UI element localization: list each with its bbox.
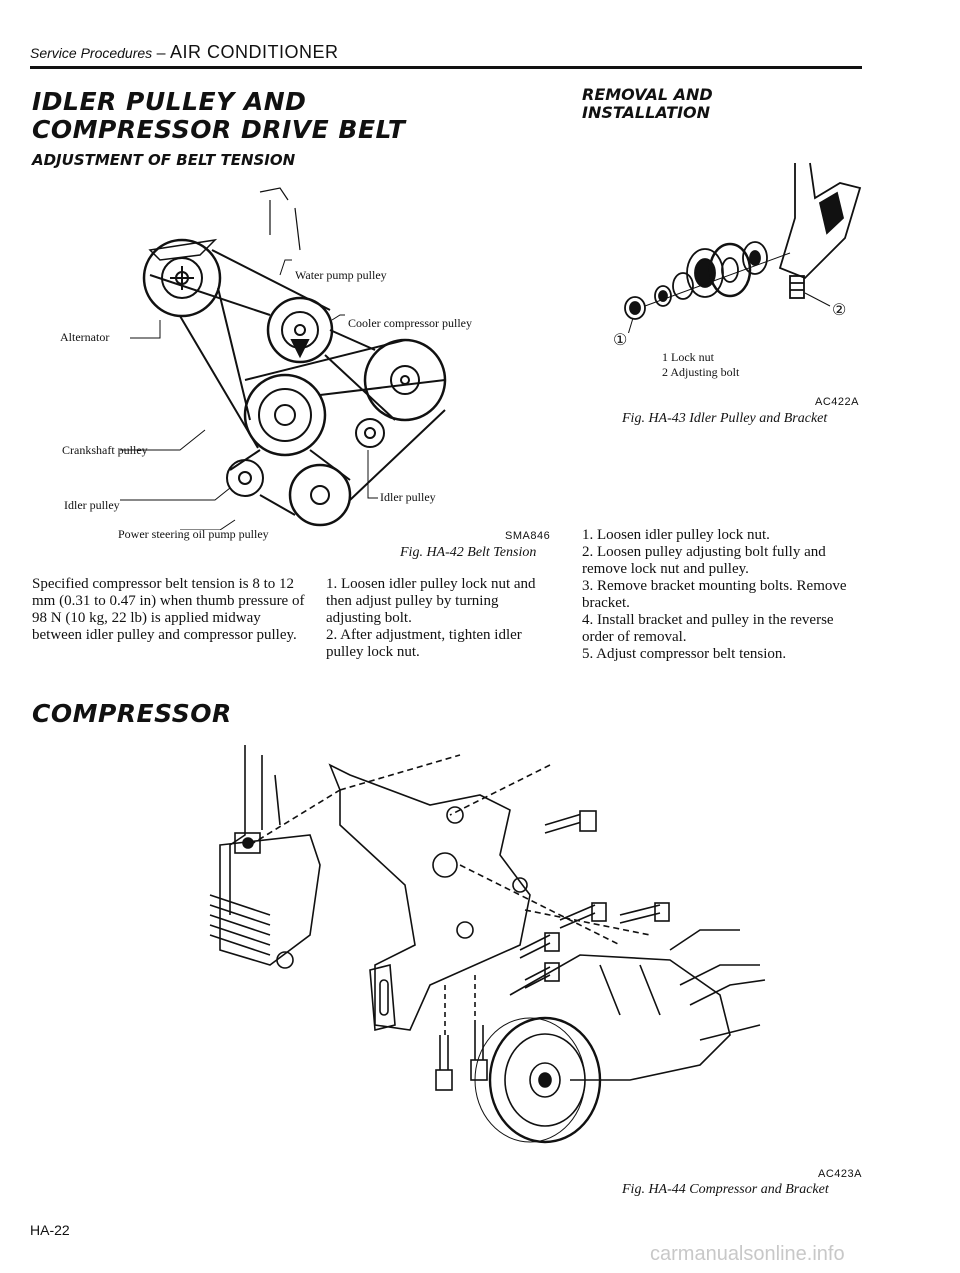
page-number: HA-22 xyxy=(30,1222,70,1238)
belt-tension-diagram xyxy=(120,187,447,530)
legend-lock-nut: 1 Lock nut xyxy=(662,350,714,364)
idler-adjustment-steps: 1. Loosen idler pulley lock nut and then… xyxy=(326,576,548,661)
title-line-2: COMPRESSOR DRIVE BELT xyxy=(32,115,406,144)
label-idler-pulley-left: Idler pulley xyxy=(64,498,120,512)
section-title-removal: REMOVAL AND INSTALLATION xyxy=(582,86,713,122)
list-item: 2. Loosen pulley adjusting bolt fully an… xyxy=(582,544,826,577)
label-power-steering-pulley: Power steering oil pump pulley xyxy=(118,527,269,541)
header-section: Service Procedures xyxy=(30,45,153,61)
figure-code-sma846: SMA846 xyxy=(505,530,551,542)
compressor-bracket-diagram xyxy=(209,745,766,1144)
callout-2: ② xyxy=(832,302,847,319)
legend-adjusting-bolt: 2 Adjusting bolt xyxy=(662,365,740,379)
list-item: 2. After adjustment, tighten idler pulle… xyxy=(326,627,522,660)
label-crankshaft-pulley: Crankshaft pulley xyxy=(62,443,148,457)
label-idler-pulley-right: Idler pulley xyxy=(380,490,436,504)
figure-caption-ha44: Fig. HA-44 Compressor and Bracket xyxy=(622,1182,829,1197)
section-title-compressor: COMPRESSOR xyxy=(32,699,232,728)
idler-pulley-bracket-diagram xyxy=(624,162,862,333)
list-item: 4. Install bracket and pulley in the rev… xyxy=(582,612,834,645)
figure-code-ac423a: AC423A xyxy=(818,1168,862,1180)
list-item: 1. Loosen idler pulley lock nut and then… xyxy=(326,576,536,626)
list-item: 1. Loosen idler pulley lock nut. xyxy=(582,527,770,543)
figure-caption-ha42: Fig. HA-42 Belt Tension xyxy=(400,545,537,560)
idler-legend: 1 Lock nut 2 Adjusting bolt xyxy=(662,350,739,380)
title-line-2: INSTALLATION xyxy=(582,103,711,122)
label-alternator: Alternator xyxy=(60,330,110,344)
belt-tension-spec: Specified compressor belt tension is 8 t… xyxy=(32,576,305,643)
removal-steps: 1. Loosen idler pulley lock nut. 2. Loos… xyxy=(582,527,862,663)
watermark: carmanualsonline.info xyxy=(650,1243,845,1265)
list-item: 3. Remove bracket mounting bolts. Remove… xyxy=(582,578,847,611)
running-header: Service Procedures – AIR CONDITIONER xyxy=(30,42,338,63)
figure-code-ac422a: AC422A xyxy=(815,396,859,408)
title-line-1: REMOVAL AND xyxy=(582,85,713,104)
callout-1: ① xyxy=(613,332,628,349)
section-title-idler: IDLER PULLEY AND COMPRESSOR DRIVE BELT xyxy=(32,88,405,144)
label-cooler-compressor-pulley: Cooler compressor pulley xyxy=(348,316,472,330)
label-water-pump-pulley: Water pump pulley xyxy=(295,268,387,282)
figure-caption-ha43: Fig. HA-43 Idler Pulley and Bracket xyxy=(622,411,828,426)
header-rule xyxy=(30,66,862,69)
subtitle-adjustment: ADJUSTMENT OF BELT TENSION xyxy=(32,151,296,169)
header-separator: – xyxy=(152,45,170,62)
header-topic: AIR CONDITIONER xyxy=(169,42,339,62)
title-line-1: IDLER PULLEY AND xyxy=(32,87,307,116)
list-item: 5. Adjust compressor belt tension. xyxy=(582,646,787,662)
